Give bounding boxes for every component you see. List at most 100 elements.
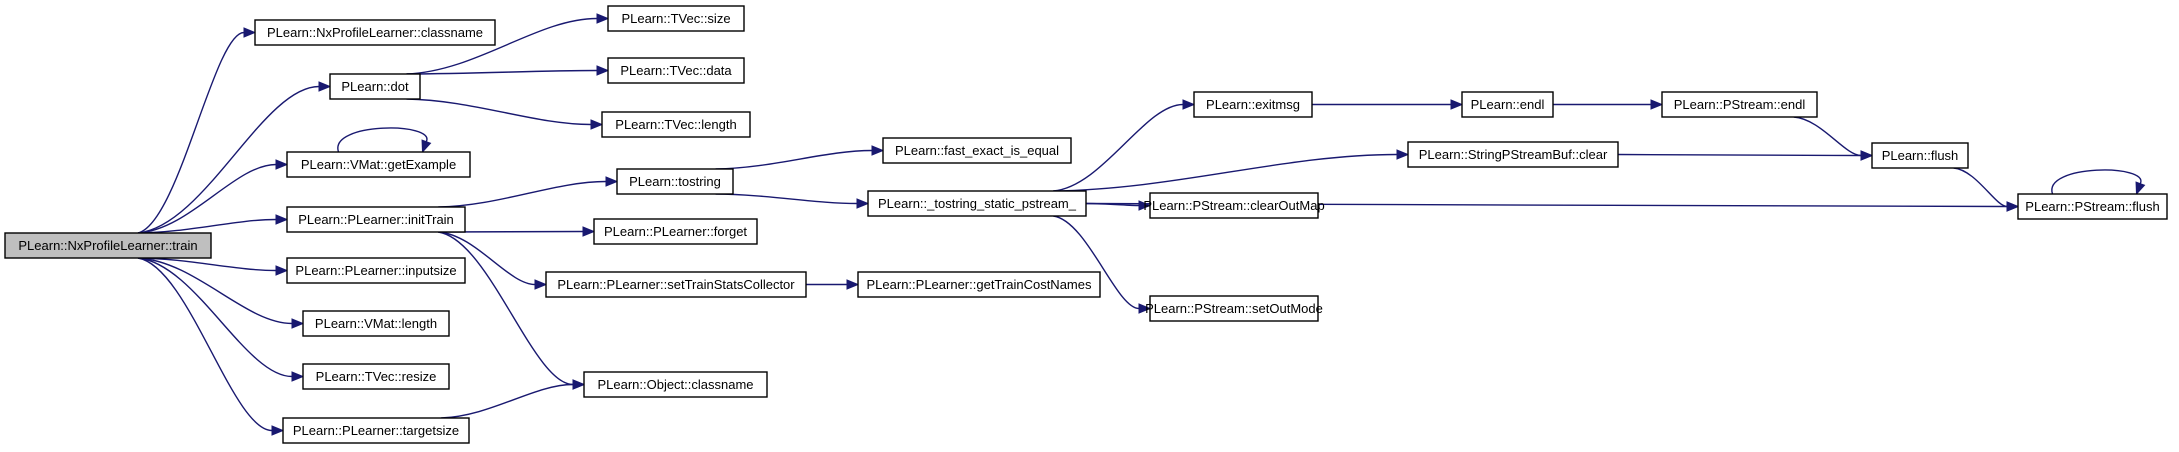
edge-arrowhead bbox=[596, 65, 610, 76]
edge-tostring-static-to-clearOutMap bbox=[1085, 200, 1152, 211]
edge-initTrain-to-tostring bbox=[438, 176, 619, 208]
edge-line bbox=[337, 127, 428, 153]
node-pstream-endl[interactable]: PLearn::PStream::endl bbox=[1661, 91, 1818, 118]
node-box bbox=[2017, 193, 2168, 220]
node-box bbox=[1871, 142, 1969, 169]
node-box bbox=[1149, 295, 1319, 322]
edge-root-to-targetsize bbox=[137, 257, 285, 436]
edge-exitmsg-to-endl bbox=[1312, 99, 1464, 110]
edge-arrowhead bbox=[1396, 149, 1410, 160]
edge-arrowhead bbox=[590, 119, 604, 130]
node-box bbox=[607, 5, 745, 32]
node-box bbox=[302, 310, 450, 337]
edge-root-to-dot bbox=[137, 81, 332, 234]
node-label: PLearn::exitmsg bbox=[1206, 97, 1300, 112]
node-label: PLearn::Object::classname bbox=[597, 377, 753, 392]
node-box bbox=[286, 257, 466, 284]
edge-arrowhead bbox=[1650, 99, 1664, 110]
edge-arrowhead bbox=[605, 176, 619, 187]
node-label: PLearn::endl bbox=[1471, 97, 1545, 112]
edge-targetsize-to-obj-classname bbox=[441, 379, 586, 419]
edge-dot-to-tvec-data bbox=[406, 65, 610, 76]
node-nx-classname[interactable]: PLearn::NxProfileLearner::classname bbox=[254, 19, 496, 46]
edge-line bbox=[1617, 153, 1862, 157]
node-spsb-clear[interactable]: PLearn::StringPStreamBuf::clear bbox=[1407, 141, 1619, 168]
edge-line bbox=[137, 31, 245, 234]
node-box bbox=[286, 151, 471, 178]
edge-spsb-clear-to-flush bbox=[1617, 150, 1874, 161]
edge-line bbox=[406, 98, 592, 126]
node-initTrain[interactable]: PLearn::PLearner::initTrain bbox=[286, 206, 466, 233]
node-label: PLearn::PStream::endl bbox=[1674, 97, 1806, 112]
node-box bbox=[4, 232, 212, 259]
node-dot[interactable]: PLearn::dot bbox=[329, 73, 421, 100]
node-getExample[interactable]: PLearn::VMat::getExample bbox=[286, 151, 471, 178]
node-box bbox=[254, 19, 496, 46]
node-label: PLearn::VMat::length bbox=[315, 316, 437, 331]
node-label: PLearn::PLearner::inputsize bbox=[295, 263, 456, 278]
node-fast-exact[interactable]: PLearn::fast_exact_is_equal bbox=[882, 137, 1072, 164]
node-box bbox=[286, 206, 466, 233]
edge-pstream-endl-to-flush bbox=[1793, 116, 1874, 161]
edge-line bbox=[438, 180, 607, 208]
edge-arrowhead bbox=[572, 379, 586, 390]
edge-arrowhead bbox=[243, 27, 257, 38]
edge-arrowhead bbox=[1860, 150, 1874, 161]
node-vmat-length[interactable]: PLearn::VMat::length bbox=[302, 310, 450, 337]
edge-arrowhead bbox=[534, 279, 548, 290]
node-tostring-static[interactable]: PLearn::_tostring_static_pstream_ bbox=[867, 190, 1087, 217]
node-setTrainStats[interactable]: PLearn::PLearner::setTrainStatsCollector bbox=[545, 271, 807, 298]
node-setOutMode[interactable]: PLearn::PStream::setOutMode bbox=[1145, 295, 1323, 322]
edge-line bbox=[1053, 215, 1140, 310]
node-tvec-length[interactable]: PLearn::TVec::length bbox=[601, 111, 751, 138]
edge-arrowhead bbox=[275, 214, 289, 225]
edge-line bbox=[715, 149, 873, 170]
edge-arrowhead bbox=[596, 13, 610, 24]
edge-tostring-static-to-spsb-clear bbox=[1053, 149, 1410, 192]
edge-line bbox=[1793, 116, 1862, 157]
node-box bbox=[329, 73, 421, 100]
node-label: PLearn::PStream::clearOutMap bbox=[1143, 198, 1324, 213]
node-flush[interactable]: PLearn::flush bbox=[1871, 142, 1969, 169]
edge-line bbox=[137, 257, 273, 432]
node-label: PLearn::PLearner::setTrainStatsCollector bbox=[557, 277, 795, 292]
node-box bbox=[1193, 91, 1313, 118]
edge-arrowhead bbox=[421, 139, 432, 154]
edge-arrowhead bbox=[2135, 181, 2146, 196]
edge-flush-to-pstream-flush bbox=[1953, 167, 2020, 212]
edge-arrowhead bbox=[582, 226, 596, 237]
edge-arrowhead bbox=[271, 425, 285, 436]
node-pstream-flush[interactable]: PLearn::PStream::flush bbox=[2017, 193, 2168, 220]
node-inputsize[interactable]: PLearn::PLearner::inputsize bbox=[286, 257, 466, 284]
edge-arrowhead bbox=[275, 265, 289, 276]
edge-root-to-vmat-length bbox=[137, 257, 305, 329]
node-label: PLearn::VMat::getExample bbox=[301, 157, 456, 172]
node-label: PLearn::PStream::flush bbox=[2025, 199, 2159, 214]
edge-line bbox=[1053, 153, 1398, 192]
node-label: PLearn::StringPStreamBuf::clear bbox=[1419, 147, 1608, 162]
node-forget[interactable]: PLearn::PLearner::forget bbox=[593, 218, 758, 245]
node-clearOutMap[interactable]: PLearn::PStream::clearOutMap bbox=[1143, 192, 1325, 219]
node-tvec-data[interactable]: PLearn::TVec::data bbox=[607, 57, 745, 84]
node-root[interactable]: PLearn::NxProfileLearner::train bbox=[4, 232, 212, 259]
edge-tostring-static-to-setOutMode bbox=[1053, 215, 1152, 314]
node-box bbox=[545, 271, 807, 298]
node-label: PLearn::TVec::resize bbox=[316, 369, 437, 384]
node-endl[interactable]: PLearn::endl bbox=[1461, 91, 1554, 118]
node-targetsize[interactable]: PLearn::PLearner::targetsize bbox=[282, 417, 470, 444]
node-exitmsg[interactable]: PLearn::exitmsg bbox=[1193, 91, 1313, 118]
node-getTrainCostNames[interactable]: PLearn::PLearner::getTrainCostNames bbox=[857, 271, 1101, 298]
edge-pstream-flush-to-pstream-flush bbox=[2051, 169, 2146, 196]
node-label: PLearn::dot bbox=[341, 79, 409, 94]
node-obj-classname[interactable]: PLearn::Object::classname bbox=[583, 371, 768, 398]
node-tvec-size[interactable]: PLearn::TVec::size bbox=[607, 5, 745, 32]
node-label: PLearn::fast_exact_is_equal bbox=[895, 143, 1059, 158]
node-label: PLearn::PLearner::targetsize bbox=[293, 423, 459, 438]
node-tostring[interactable]: PLearn::tostring bbox=[616, 168, 734, 195]
edge-endl-to-pstream-endl bbox=[1553, 99, 1664, 110]
edge-initTrain-to-setTrainStats bbox=[438, 231, 548, 290]
node-tvec-resize[interactable]: PLearn::TVec::resize bbox=[302, 363, 450, 390]
edge-line bbox=[715, 193, 858, 205]
node-label: PLearn::PLearner::forget bbox=[604, 224, 747, 239]
